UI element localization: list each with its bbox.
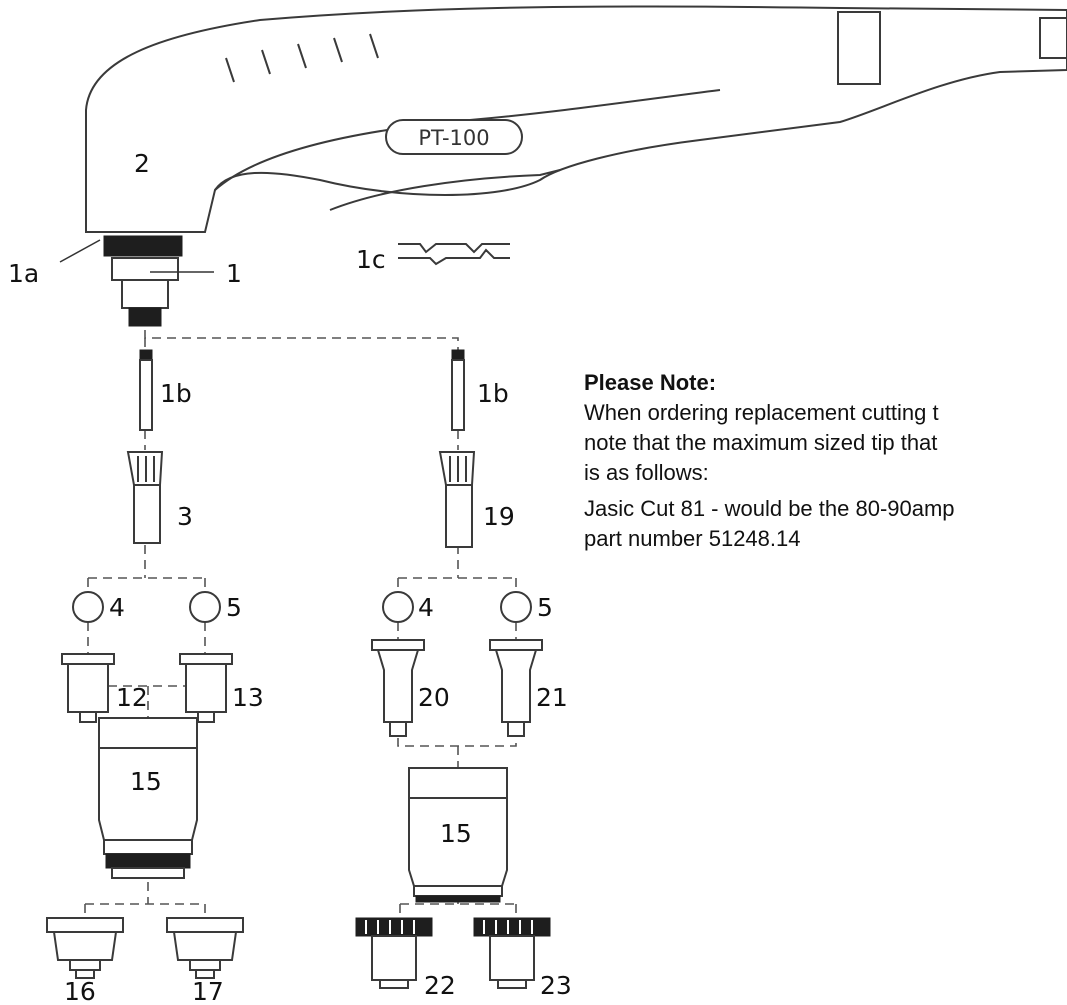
label-4-left: 4: [109, 593, 125, 622]
shield-cup-left: [98, 717, 198, 879]
part-1c-shape: [398, 243, 510, 266]
label-15-right: 15: [440, 819, 472, 848]
label-17: 17: [192, 977, 224, 1005]
note-line-2: note that the maximum sized tip that: [584, 430, 938, 455]
oring-5-right: [500, 591, 532, 623]
label-1: 1: [226, 259, 242, 288]
label-22: 22: [424, 971, 456, 1000]
tip-21-shape: [489, 639, 543, 737]
note-line-5: part number 51248.14: [584, 526, 801, 551]
oring-4-left: [72, 591, 104, 623]
connection-lines: [84, 330, 517, 916]
label-5-right: 5: [537, 593, 553, 622]
label-19: 19: [483, 502, 515, 531]
tip-20-shape: [371, 639, 425, 737]
tip-22-shape: [355, 917, 433, 989]
note-line-1: When ordering replacement cutting t: [584, 400, 939, 425]
label-15-left: 15: [130, 767, 162, 796]
shield-cup-right: [408, 767, 508, 903]
part-19-shape: [438, 451, 476, 548]
please-note-box: Please Note: When ordering replacement c…: [584, 368, 1067, 554]
tip-16-shape: [46, 917, 124, 979]
note-title: Please Note:: [584, 370, 717, 395]
leader-1a: [59, 239, 101, 263]
label-1c: 1c: [356, 245, 386, 274]
tip-23-shape: [473, 917, 551, 989]
oring-4-right: [382, 591, 414, 623]
label-12: 12: [116, 683, 148, 712]
tip-12-shape: [61, 653, 115, 723]
label-5-left: 5: [226, 593, 242, 622]
electrode-rod-right: [451, 349, 465, 431]
label-16: 16: [64, 977, 96, 1005]
oring-5-left: [189, 591, 221, 623]
label-1b-left: 1b: [160, 379, 192, 408]
label-13: 13: [232, 683, 264, 712]
label-2: 2: [134, 149, 150, 178]
label-4-right: 4: [418, 593, 434, 622]
electrode-rod-left: [139, 349, 153, 431]
torch-head-thread: [103, 235, 183, 327]
tip-17-shape: [166, 917, 244, 979]
note-line-4: Jasic Cut 81 - would be the 80-90amp: [584, 496, 955, 521]
part-3-shape: [126, 451, 164, 544]
torch-handle: PT-100: [85, 5, 1067, 233]
label-1b-right: 1b: [477, 379, 509, 408]
label-21: 21: [536, 683, 568, 712]
label-3: 3: [177, 502, 193, 531]
torch-model-label: PT-100: [418, 126, 489, 150]
note-line-3: is as follows:: [584, 460, 709, 485]
tip-13-shape: [179, 653, 233, 723]
label-20: 20: [418, 683, 450, 712]
label-1a: 1a: [8, 259, 39, 288]
label-23: 23: [540, 971, 572, 1000]
